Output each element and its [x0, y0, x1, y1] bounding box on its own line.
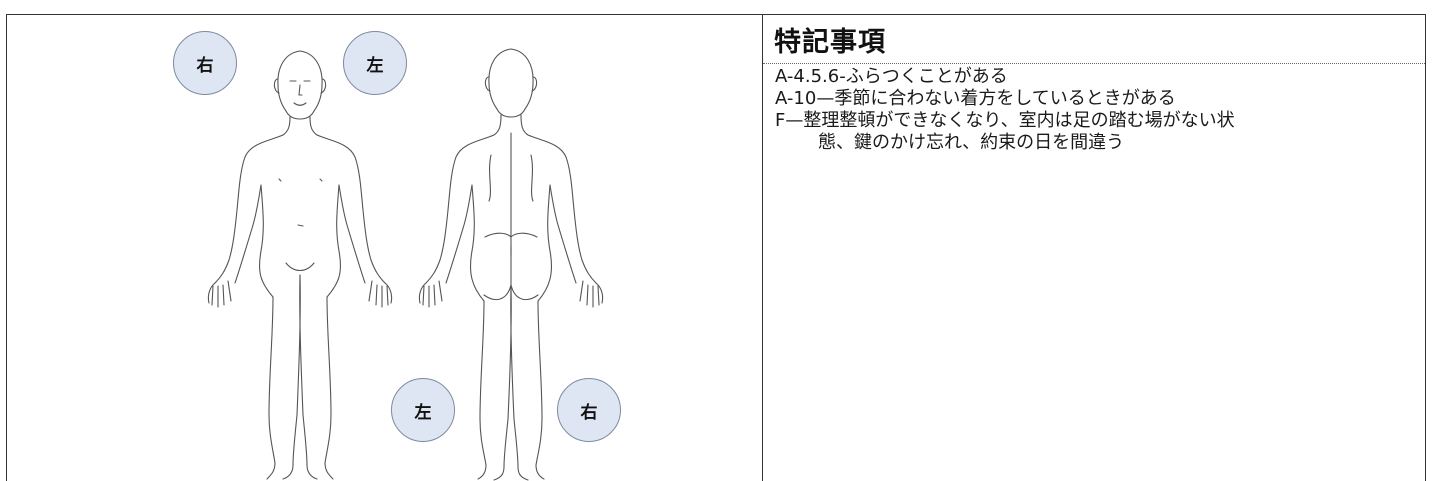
back-right-label: 右	[557, 378, 621, 442]
notes-title: 特記事項	[774, 27, 886, 58]
notes-body: A-4.5.6-ふらつくことがある A-10—季節に合わない着方をしているときが…	[775, 66, 1415, 154]
column-divider	[762, 14, 763, 481]
front-right-label: 右	[173, 31, 237, 95]
back-body-outline	[418, 48, 604, 481]
back-left-label: 左	[391, 378, 455, 442]
note-line: F—整理整頓ができなくなり、室内は足の踏む場がない状	[775, 110, 1235, 131]
body-outline-drawing	[207, 48, 604, 481]
front-body-outline	[207, 50, 393, 480]
note-line: A-4.5.6-ふらつくことがある	[775, 66, 1008, 87]
body-figure-panel: 右 左 左 右	[7, 15, 762, 481]
note-line-continuation: 態、鍵のかけ忘れ、約束の日を間違う	[818, 132, 1125, 153]
special-notes-panel: 特記事項 A-4.5.6-ふらつくことがある A-10—季節に合わない着方をして…	[763, 15, 1425, 481]
front-left-label: 左	[343, 31, 407, 95]
note-line: A-10—季節に合わない着方をしているときがある	[775, 88, 1176, 109]
form-frame	[6, 14, 1426, 481]
notes-title-rule	[763, 63, 1425, 64]
